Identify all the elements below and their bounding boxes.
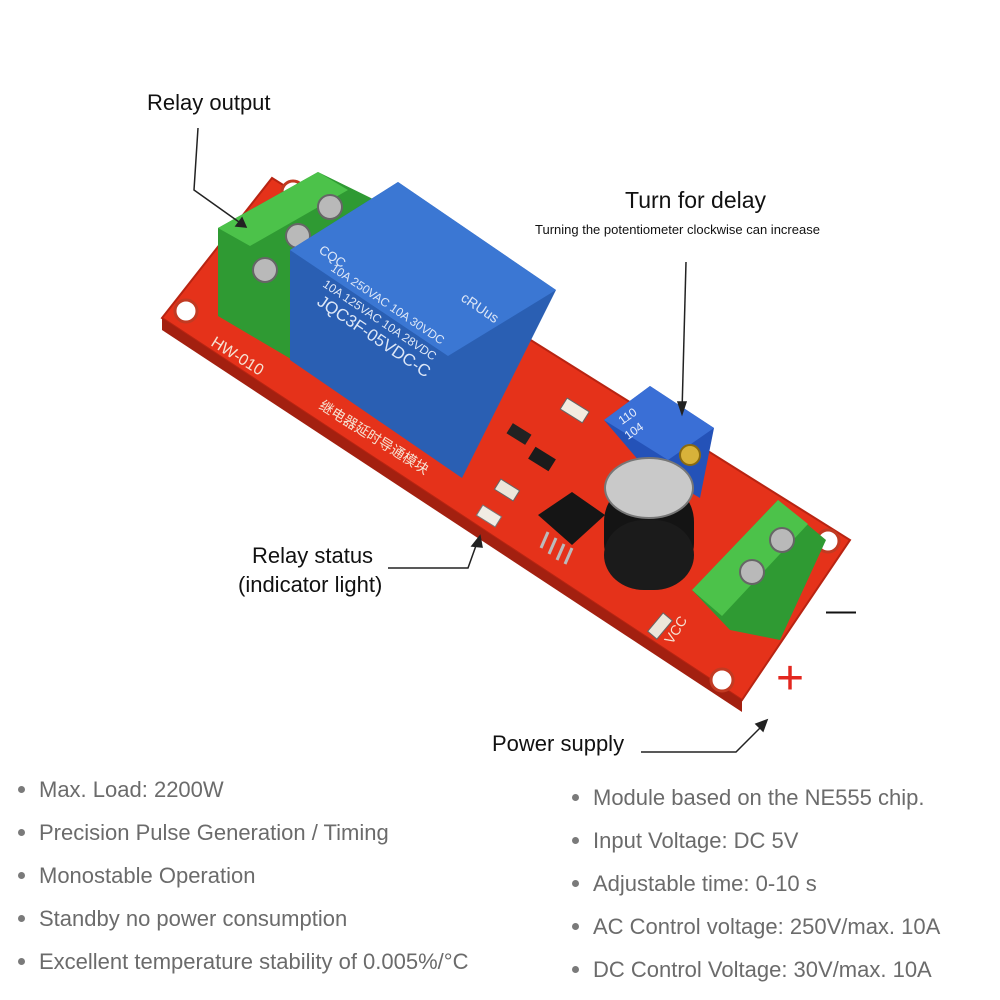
blue-relay: CQC 10A 250VAC 10A 30VDC 10A 125VAC 10A … (290, 182, 556, 478)
bullet-icon (572, 965, 579, 973)
power-supply-leader (641, 723, 765, 753)
list-item: Standby no power consumption (18, 897, 468, 940)
list-item: Monostable Operation (18, 854, 468, 897)
list-item: Input Voltage: DC 5V (572, 819, 940, 862)
indicator-light-label: (indicator light) (238, 572, 383, 597)
ne555-chip (538, 492, 605, 565)
list-item: Precision Pulse Generation / Timing (18, 811, 468, 854)
screw-icon (739, 559, 765, 585)
plus-sign: + (776, 652, 804, 705)
mount-hole-icon (173, 298, 199, 324)
list-item: Adjustable time: 0-10 s (572, 862, 940, 905)
capacitor (604, 457, 694, 590)
screw-icon (317, 194, 343, 220)
bullet-icon (572, 793, 579, 801)
turn-for-delay-label: Turn for delay (625, 187, 767, 213)
bullet-icon (18, 828, 25, 836)
power-supply-terminal (692, 500, 826, 640)
bullet-icon (572, 922, 579, 930)
list-item: AC Control voltage: 250V/max. 10A (572, 905, 940, 948)
bullet-icon (572, 836, 579, 844)
smd-components (475, 397, 674, 640)
bullet-icon (18, 785, 25, 793)
list-item: Module based on the NE555 chip. (572, 776, 940, 819)
relay-status-leader (388, 539, 479, 569)
pot-knob-icon (679, 444, 701, 466)
minus-sign: — (826, 594, 856, 627)
bullet-icon (18, 957, 25, 965)
callout-lines (193, 127, 769, 753)
list-item: Max. Load: 2200W (18, 768, 468, 811)
relay-module-photo: HW-010 继电器延时导通模块 VCC CQC 10A 250VAC 10A … (160, 127, 856, 753)
indicator-led (475, 504, 503, 528)
screw-icon (252, 257, 278, 283)
list-item: DC Control Voltage: 30V/max. 10A (572, 948, 940, 991)
screw-icon (769, 527, 795, 553)
bullet-icon (18, 914, 25, 922)
potentiometer: 110 104 (604, 386, 714, 498)
spec-list-left: Max. Load: 2200W Precision Pulse Generat… (18, 768, 468, 983)
delay-leader (681, 261, 687, 413)
mount-hole-icon (709, 667, 735, 693)
relay-output-leader (193, 127, 247, 228)
bullet-icon (572, 879, 579, 887)
turn-for-delay-note: Turning the potentiometer clockwise can … (535, 222, 820, 237)
relay-output-label: Relay output (147, 90, 271, 115)
bullet-icon (18, 871, 25, 879)
power-supply-label: Power supply (492, 731, 625, 756)
list-item: Excellent temperature stability of 0.005… (18, 940, 468, 983)
spec-list-right: Module based on the NE555 chip. Input Vo… (572, 776, 940, 991)
relay-status-label: Relay status (252, 543, 374, 568)
